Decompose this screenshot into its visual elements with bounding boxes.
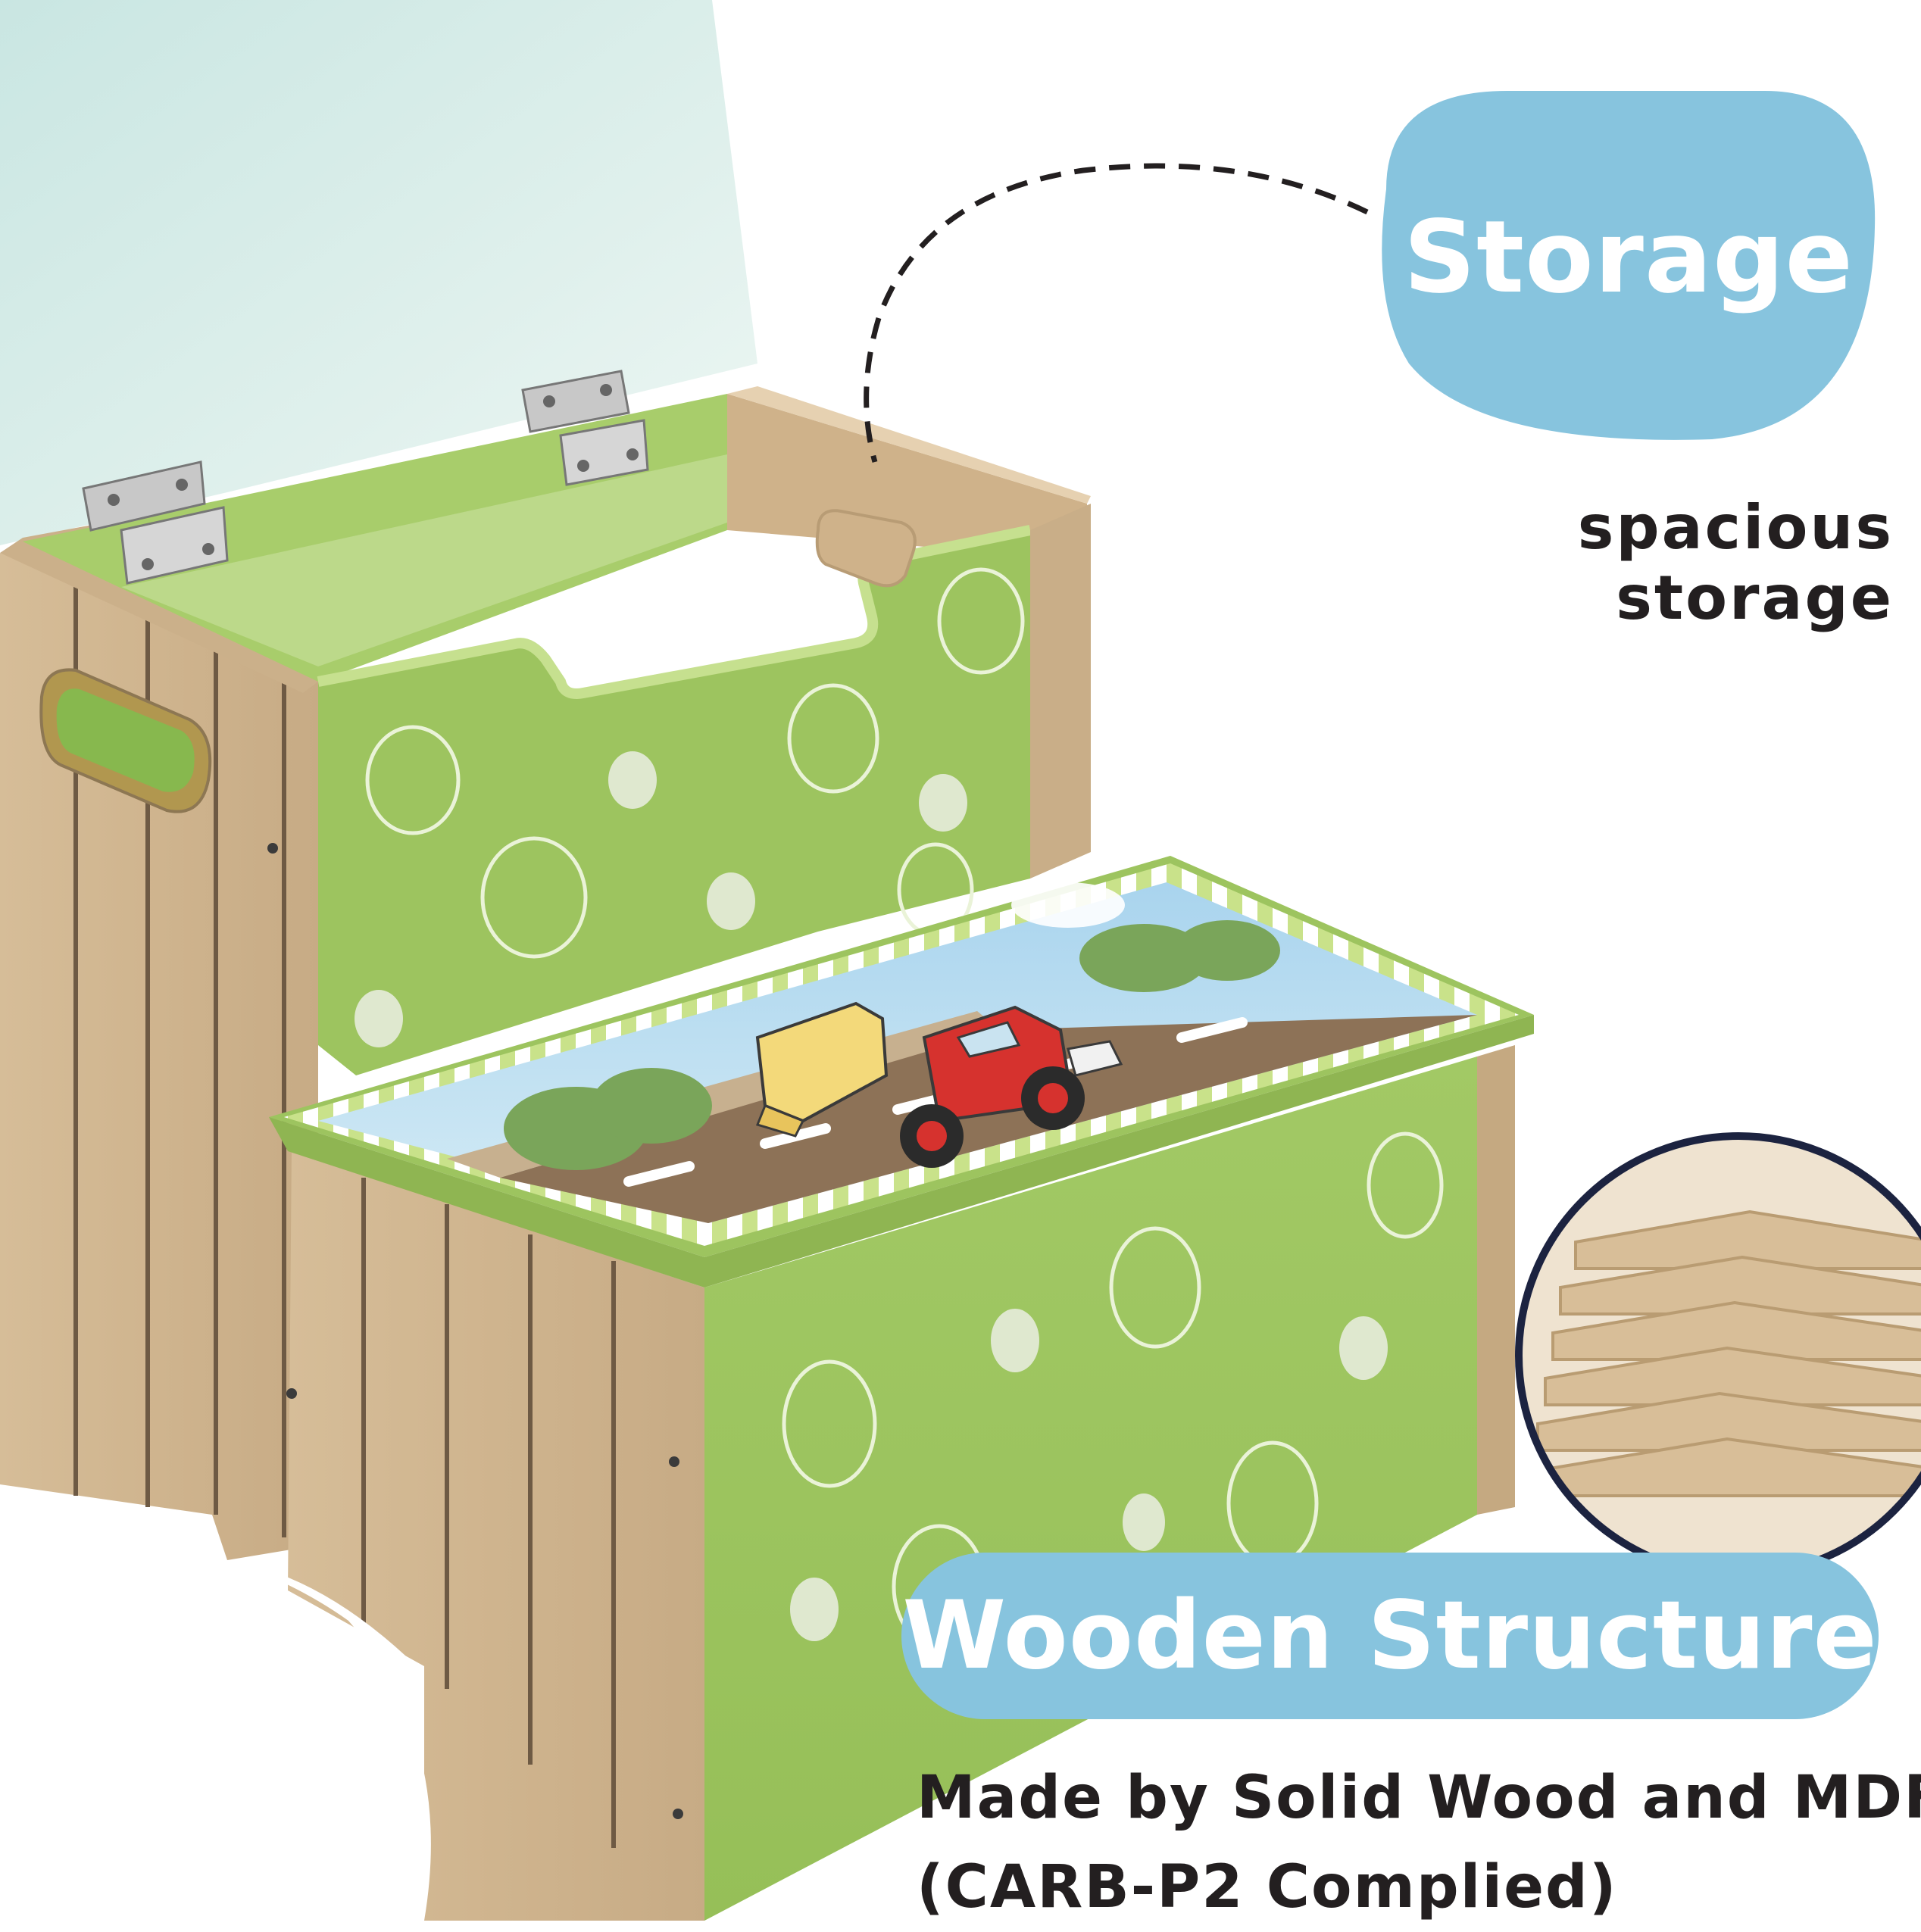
storage-badge xyxy=(1382,91,1876,440)
step-side xyxy=(704,1057,1477,1921)
tall-box-left-side xyxy=(0,553,318,1560)
dashed-connector-line xyxy=(864,163,1369,463)
wooden-structure-badge: Wooden Structure xyxy=(901,1553,1879,1719)
material-line-1: Made by Solid Wood and MDF xyxy=(917,1764,1921,1832)
step-front xyxy=(288,1151,704,1921)
storage-caption: spacious storage xyxy=(1577,492,1894,633)
material-line-2: (CARB-P2 Complied) xyxy=(917,1853,1618,1921)
mdf-board-stack-icon xyxy=(1515,1132,1921,1579)
wooden-structure-label: Wooden Structure xyxy=(902,1581,1878,1690)
storage-badge-label: Storage xyxy=(1403,199,1854,316)
material-description: Made by Solid Wood and MDF (CARB-P2 Comp… xyxy=(917,1753,1921,1932)
hinge-left xyxy=(82,460,229,585)
dump-truck-illustration xyxy=(755,1001,1123,1168)
hinge-right xyxy=(521,370,649,486)
